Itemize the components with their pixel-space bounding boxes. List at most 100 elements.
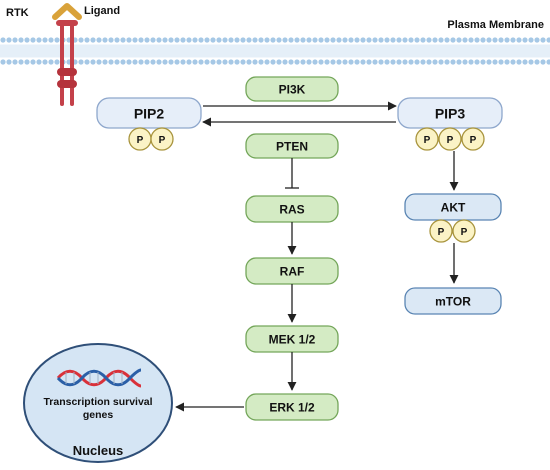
membrane-lipid-head [408, 37, 414, 43]
membrane-lipid-head [102, 59, 108, 65]
membrane-lipid-head [144, 37, 150, 43]
membrane-lipid-head [402, 59, 408, 65]
membrane-lipid-head [114, 59, 120, 65]
phosphate-label: P [461, 227, 468, 238]
membrane-lipid-head [498, 59, 504, 65]
membrane-lipid-head [6, 37, 12, 43]
membrane-lipid-head [222, 59, 228, 65]
plasma-membrane-label: Plasma Membrane [447, 19, 544, 31]
dna-helix-icon [56, 368, 142, 388]
membrane-lipid-head [12, 59, 18, 65]
membrane-lipid-head [84, 37, 90, 43]
membrane-lipid-head [108, 59, 114, 65]
membrane-lipid-head [84, 59, 90, 65]
membrane-lipid-head [300, 59, 306, 65]
membrane-lipid-head [36, 37, 42, 43]
membrane-lipid-head [24, 37, 30, 43]
membrane-lipid-head [0, 37, 6, 43]
membrane-lipid-head [348, 59, 354, 65]
raf-label: RAF [280, 265, 305, 279]
membrane-lipid-head [414, 59, 420, 65]
membrane-lipid-head [372, 37, 378, 43]
membrane-lipid-head [252, 59, 258, 65]
membrane-lipid-head [234, 37, 240, 43]
membrane-lipid-head [186, 59, 192, 65]
membrane-lipid-head [300, 37, 306, 43]
membrane-lipid-head [90, 59, 96, 65]
rtk-receptor-icon [56, 20, 78, 106]
membrane-lipid-head [402, 37, 408, 43]
ras-node: RAS [245, 195, 339, 223]
membrane-lipid-head [318, 37, 324, 43]
membrane-lipid-head [144, 59, 150, 65]
membrane-lipid-head [162, 59, 168, 65]
membrane-lipid-head [336, 59, 342, 65]
membrane-lipid-head [48, 59, 54, 65]
membrane-lipid-head [306, 59, 312, 65]
membrane-lipid-head [456, 37, 462, 43]
membrane-lipid-head [462, 59, 468, 65]
membrane-lipid-head [150, 37, 156, 43]
membrane-lipid-head [390, 37, 396, 43]
membrane-lipid-head [228, 37, 234, 43]
membrane-lipid-head [288, 37, 294, 43]
membrane-lipid-head [408, 59, 414, 65]
membrane-lipid-head [354, 37, 360, 43]
membrane-lipid-head [384, 37, 390, 43]
membrane-lipid-head [30, 59, 36, 65]
akt-phosphates: P P [429, 219, 476, 243]
membrane-lipid-head [270, 37, 276, 43]
membrane-lipid-head [450, 59, 456, 65]
membrane-lipid-head [210, 37, 216, 43]
membrane-lipid-head [450, 37, 456, 43]
membrane-lipid-head [18, 37, 24, 43]
membrane-lipid-head [438, 59, 444, 65]
membrane-lipid-head [510, 59, 516, 65]
phosphate-label: P [470, 135, 477, 146]
membrane-lipid-head [96, 37, 102, 43]
membrane-lipid-head [180, 59, 186, 65]
membrane-lipid-head [210, 59, 216, 65]
ligand-label: Ligand [84, 5, 120, 17]
nucleus-text-line1: Transcription survival [43, 396, 152, 408]
membrane-lipid-head [348, 37, 354, 43]
membrane-lipid-head [456, 59, 462, 65]
membrane-lipid-head [204, 37, 210, 43]
membrane-lipid-head [168, 37, 174, 43]
phosphate-label: P [159, 135, 166, 146]
membrane-lipid-head [330, 37, 336, 43]
membrane-lipid-head [438, 37, 444, 43]
membrane-lipid-head [396, 59, 402, 65]
membrane-lipid-head [6, 59, 12, 65]
membrane-lipid-head [378, 59, 384, 65]
membrane-lipid-head [516, 37, 522, 43]
membrane-lipid-head [396, 37, 402, 43]
nucleus-label: Nucleus [73, 443, 124, 458]
membrane-lipid-head [108, 37, 114, 43]
membrane-lipid-head [342, 59, 348, 65]
erk-label: ERK 1/2 [269, 401, 315, 415]
membrane-lipid-head [114, 37, 120, 43]
membrane-lipid-head [528, 37, 534, 43]
membrane-lipid-head [426, 37, 432, 43]
membrane-lipid-head [540, 59, 546, 65]
akt-node: AKT [404, 193, 502, 221]
membrane-lipid-head [198, 59, 204, 65]
membrane-lipid-head [282, 59, 288, 65]
membrane-lipid-head [126, 59, 132, 65]
membrane-lipid-head [174, 59, 180, 65]
membrane-lipid-head [78, 37, 84, 43]
membrane-lipid-head [486, 59, 492, 65]
pip3-node: PIP3 [397, 97, 503, 129]
membrane-lipid-head [258, 37, 264, 43]
membrane-lipid-head [480, 37, 486, 43]
membrane-lipid-head [138, 37, 144, 43]
pip3-label: PIP3 [435, 106, 466, 122]
membrane-lipid-head [174, 37, 180, 43]
membrane-lipid-head [234, 59, 240, 65]
ras-label: RAS [279, 203, 304, 217]
inhibition-pten-ras [285, 158, 299, 189]
membrane-lipid-head [324, 37, 330, 43]
membrane-lipid-head [240, 59, 246, 65]
